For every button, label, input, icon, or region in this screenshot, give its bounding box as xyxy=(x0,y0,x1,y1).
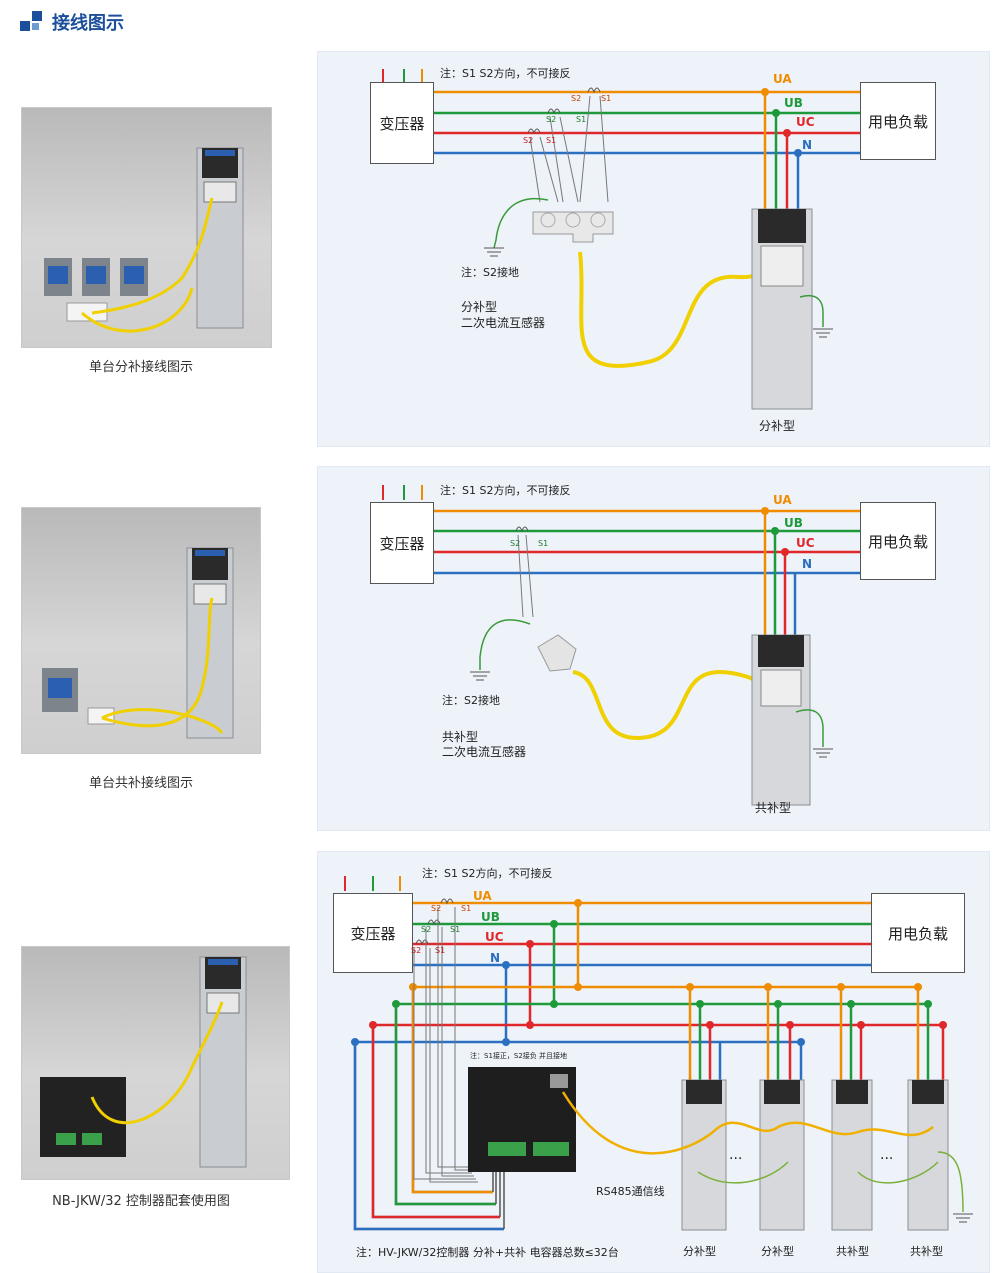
ct-terminal-s2: S2 xyxy=(546,115,557,124)
device-label: 分补型 xyxy=(759,419,796,433)
load-box: 用电负载 xyxy=(860,82,936,160)
note-direction: 注：S1 S2方向，不可接反 xyxy=(440,67,571,80)
device-label: 共补型 xyxy=(836,1245,869,1258)
phase-label-uc: UC xyxy=(485,930,504,944)
photo-caption: NB-JKW/32 控制器配套使用图 xyxy=(52,1194,230,1209)
phase-label-ub: UB xyxy=(481,910,500,924)
note-ground: 注：S2接地 xyxy=(442,694,500,707)
ct-terminal-s1: S1 xyxy=(461,904,472,913)
wiring-lines xyxy=(344,876,973,1231)
phase-label-ua: UA xyxy=(773,72,792,86)
sensor-type-label: 分补型 xyxy=(461,300,498,314)
section-header: 接线图示 xyxy=(20,10,124,34)
ct-terminal-s1: S1 xyxy=(576,115,587,124)
sensor-name-label: 二次电流互感器 xyxy=(461,316,546,330)
wiring-lines xyxy=(382,485,861,806)
phase-label-ua: UA xyxy=(773,493,792,507)
transformer-box: 变压器 xyxy=(370,82,434,164)
device-label: 共补型 xyxy=(755,801,792,815)
ellipsis-2: ··· xyxy=(880,1151,894,1167)
sensor-type-label: 共补型 xyxy=(442,730,479,744)
transformer-box: 变压器 xyxy=(370,502,434,584)
note-direction: 注：S1 S2方向，不可接反 xyxy=(440,484,571,497)
brand-squares-icon xyxy=(20,11,44,33)
phase-label-n: N xyxy=(490,951,501,965)
photo-controller xyxy=(21,946,290,1180)
ct-terminal-s2: S2 xyxy=(510,539,521,548)
ct-terminal-s2: S2 xyxy=(421,925,432,934)
phase-label-uc: UC xyxy=(796,115,815,129)
ct-terminal-s1: S1 xyxy=(450,925,461,934)
ct-terminal-s2: S2 xyxy=(431,904,442,913)
photo-caption: 单台共补接线图示 xyxy=(88,776,193,791)
load-box: 用电负载 xyxy=(871,893,965,973)
phase-label-ub: UB xyxy=(784,516,803,530)
ct-terminal-s2: S2 xyxy=(571,94,582,103)
controller-note: 注：S1接正，S2接负 并且接地 xyxy=(470,1052,568,1060)
photo-single-common xyxy=(21,507,261,754)
wiring-diagram-split: 变压器 用电负载 注：S1 S2方向，不可接反 UA UB UC N S2 S1… xyxy=(317,51,990,447)
phase-label-ub: UB xyxy=(784,96,803,110)
phase-label-n: N xyxy=(802,138,813,152)
photo-caption: 单台分补接线图示 xyxy=(88,360,193,375)
sensor-name-label: 二次电流互感器 xyxy=(442,745,527,759)
ct-terminal-s1: S1 xyxy=(546,136,557,145)
ct-terminal-s2: S2 xyxy=(523,136,534,145)
device-label: 分补型 xyxy=(761,1245,794,1258)
phase-label-ua: UA xyxy=(473,889,492,903)
transformer-box: 变压器 xyxy=(333,893,413,973)
ct-terminal-s1: S1 xyxy=(435,946,446,955)
ct-terminal-s1: S1 xyxy=(538,539,549,548)
rs485-label: RS485通信线 xyxy=(596,1185,665,1198)
note-capacitor-total: 注：HV-JKW/32控制器 分补+共补 电容器总数≤32台 xyxy=(356,1246,619,1259)
section-title: 接线图示 xyxy=(52,13,124,34)
ct-terminal-s1: S1 xyxy=(601,94,612,103)
wiring-diagram-common: 变压器 用电负载 注：S1 S2方向，不可接反 UA UB UC N S2 S1… xyxy=(317,466,990,831)
phase-label-uc: UC xyxy=(796,536,815,550)
ct-terminal-s2: S2 xyxy=(411,946,422,955)
ellipsis-1: ··· xyxy=(729,1151,743,1167)
note-direction: 注：S1 S2方向，不可接反 xyxy=(422,867,553,880)
phase-label-n: N xyxy=(802,557,813,571)
load-box: 用电负载 xyxy=(860,502,936,580)
wiring-diagram-controller: 变压器 用电负载 注：S1 S2方向，不可接反 UA UB UC N S2 S1… xyxy=(317,851,990,1273)
note-ground: 注：S2接地 xyxy=(461,266,519,279)
device-label: 共补型 xyxy=(910,1245,943,1258)
wiring-lines xyxy=(382,69,861,410)
device-label: 分补型 xyxy=(683,1245,716,1258)
photo-single-split xyxy=(21,107,272,348)
